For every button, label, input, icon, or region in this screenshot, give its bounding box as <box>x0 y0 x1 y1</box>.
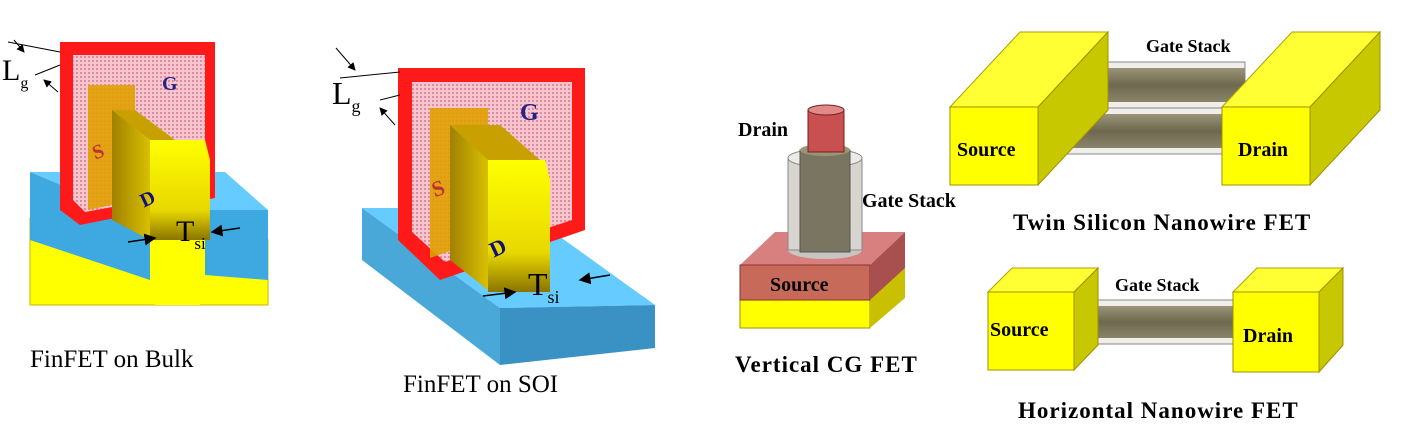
soi-lg-arrow-bottom <box>379 107 396 126</box>
twin-nanowire-diagram: Source Drain Gate Stack Twin Silicon Nan… <box>948 30 1382 235</box>
vcg-caption: Vertical CG FET <box>735 352 918 377</box>
soi-caption: FinFET on SOI <box>403 371 558 398</box>
vcg-source-label: Source <box>770 274 829 296</box>
bulk-gate-label: G <box>162 73 178 95</box>
bulk-fin-side <box>112 110 150 240</box>
hnw-wire <box>1090 306 1240 338</box>
bulk-tsi-arrow-left <box>127 233 157 246</box>
soi-lg-line-top <box>339 71 401 79</box>
vcg-base-side <box>870 268 905 328</box>
bulk-lg-arrow-bottom <box>34 64 61 76</box>
soi-fin-top <box>450 125 540 160</box>
twin-gate-stack-label: Gate Stack <box>1146 36 1231 56</box>
twin-source-label: Source <box>957 139 1016 161</box>
soi-lg-arrow-top <box>335 47 356 71</box>
hnw-drain-front <box>1232 291 1320 373</box>
bulk-fin-front <box>150 140 210 240</box>
twin-source-front <box>949 106 1039 186</box>
twin-wire-upper <box>1100 68 1245 102</box>
hnw-caption: Horizontal Nanowire FET <box>1018 398 1299 423</box>
soi-fin-front <box>488 160 550 292</box>
bulk-caption: FinFET on Bulk <box>30 346 194 373</box>
soi-tsi-arrow-right <box>578 272 611 285</box>
bulk-tsi-label: Tsi <box>176 215 206 253</box>
bulk-fin-top <box>112 110 175 140</box>
vcg-source-front <box>739 264 871 301</box>
soi-box-front <box>500 305 655 365</box>
soi-gate-label: G <box>520 100 539 126</box>
twin-caption: Twin Silicon Nanowire FET <box>1013 210 1311 235</box>
bulk-oxide-front-right <box>205 210 268 280</box>
horizontal-nanowire-diagram: Source Drain Gate Stack Horizontal Nanow… <box>986 266 1345 423</box>
vcg-drain-label: Drain <box>738 119 788 141</box>
hnw-drain-label: Drain <box>1243 325 1293 347</box>
soi-tsi-arrow-left <box>482 287 517 300</box>
hnw-gate-stack-label: Gate Stack <box>1115 275 1200 295</box>
bulk-fin-stem <box>155 230 200 305</box>
soi-fin-side <box>450 125 488 290</box>
bulk-lg-tick2 <box>43 79 59 93</box>
twin-drain-label: Drain <box>1238 139 1288 161</box>
hnw-source-label: Source <box>990 319 1049 341</box>
bulk-lg-label: Lg <box>2 54 28 92</box>
hnw-source-front <box>987 291 1075 371</box>
vcg-base-front <box>739 297 871 329</box>
bulk-lg-arrow-top <box>7 41 61 53</box>
finfet-soi-diagram: G S D Lg Tsi FinFET on SOI <box>332 47 655 398</box>
vcg-drain-top <box>807 104 845 116</box>
finfet-bulk-diagram: G S D Lg Tsi FinFET on Bulk <box>2 39 269 373</box>
soi-lg-line-bottom <box>379 94 401 101</box>
bulk-tsi-arrow-right <box>210 224 241 237</box>
soi-lg-label: Lg <box>332 75 361 116</box>
soi-tsi-label: Tsi <box>528 266 560 307</box>
vcg-channel <box>799 149 851 253</box>
vcg-drain-body <box>807 109 845 153</box>
bulk-lg-tick <box>13 39 25 53</box>
vertical-cg-diagram: Source Drain Gate Stack Vertical CG FET <box>735 104 957 377</box>
vcg-gate-stack-label: Gate Stack <box>862 190 957 212</box>
twin-drain-front <box>1221 106 1311 186</box>
soi-box-left <box>362 208 500 365</box>
vcg-source-side <box>870 232 905 300</box>
